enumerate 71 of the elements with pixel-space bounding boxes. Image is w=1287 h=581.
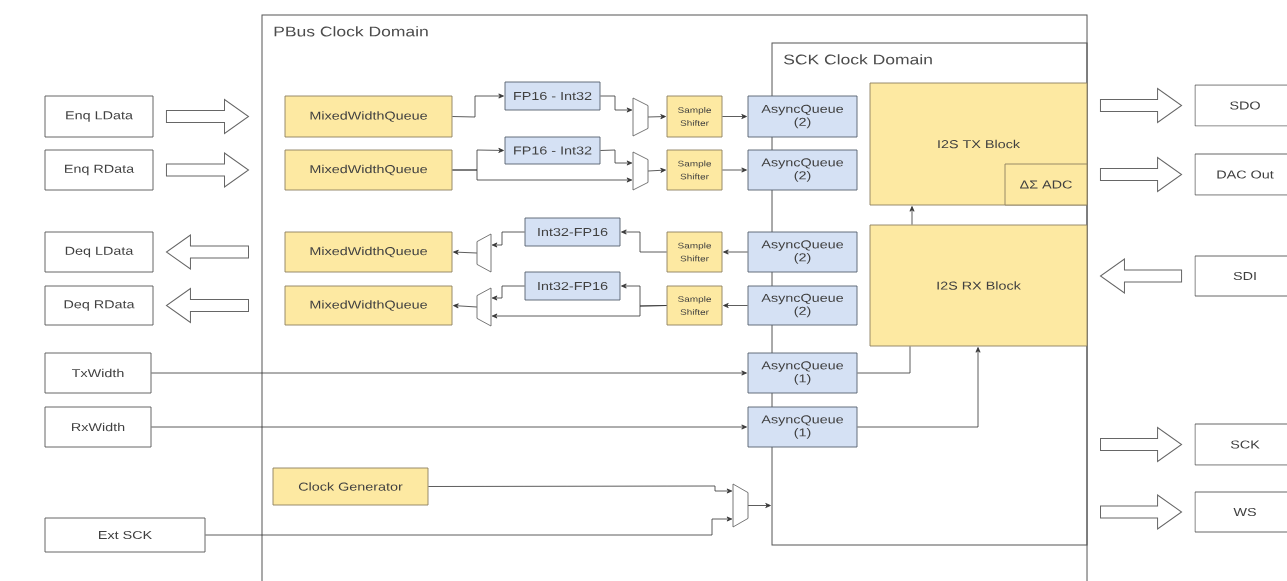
converter-box: Int32-FP16 [524,217,621,247]
async-queue-box: AsyncQueue (2) [747,95,858,138]
signal-box: WS [1194,491,1287,533]
block-arrow [1099,157,1183,192]
arrow [491,231,525,248]
arrow [909,206,915,225]
shifter-box: Sample Shifter [666,231,723,273]
arrow [151,370,747,376]
signal-box: RxWidth [44,406,152,448]
arrow [647,167,666,173]
mux-symbol [632,97,649,137]
shifter-box: Sample Shifter [666,149,723,191]
signal-box: TxWidth [44,352,152,394]
mux-symbol [476,287,492,327]
arrow [491,305,667,319]
signal-box: SDI [1194,255,1287,297]
arrow [600,95,633,113]
connector-line [857,346,911,374]
block-arrow [165,288,249,323]
mux-symbol [632,151,649,191]
adc-box: ΔΣ ADC [1004,163,1088,206]
arrow [452,93,504,118]
signal-box: Ext SCK [44,517,206,553]
mux-symbol [476,233,492,273]
block-arrow [1099,258,1183,294]
arrow [621,229,667,253]
queue-box: MixedWidthQueue [284,231,453,273]
signal-box: Deq LData [44,231,154,273]
signal-box: Enq RData [44,149,154,191]
queue-box: MixedWidthQueue [284,95,453,138]
async-queue-box: AsyncQueue (1) [747,352,858,394]
signal-box: Deq RData [44,285,154,326]
mux-symbol [732,483,749,528]
converter-box: FP16 - Int32 [504,81,601,111]
arrow [723,249,748,255]
arrow [722,167,747,173]
signal-box: SDO [1194,84,1287,127]
async-queue-box: AsyncQueue (1) [747,406,858,448]
shifter-box: Sample Shifter [666,285,723,326]
arrow [857,347,981,428]
arrow [491,285,525,301]
block-arrow [165,152,249,188]
async-queue-box: AsyncQueue (2) [747,285,858,326]
block-arrow [1099,88,1183,123]
signal-box: SCK [1194,423,1287,466]
arrow [428,485,733,494]
arrow [453,303,478,309]
async-queue-box: AsyncQueue (2) [747,149,858,191]
block-arrow [1100,494,1183,530]
signal-box: Enq LData [44,95,154,138]
async-queue-box: AsyncQueue (2) [747,231,858,273]
arrow [205,516,733,536]
converter-box: Int32-FP16 [524,271,621,301]
arrow [747,503,771,508]
queue-box: MixedWidthQueue [284,149,453,191]
converter-box: FP16 - Int32 [504,136,601,165]
arrow [647,114,666,120]
clock-generator-box: Clock Generator [272,467,429,506]
arrow [151,424,747,430]
signal-box: DAC Out [1194,153,1287,196]
block-box: I2S RX Block [869,224,1088,347]
arrow [453,249,478,255]
block-arrow [1100,427,1183,462]
block-arrow [165,99,249,134]
queue-box: MixedWidthQueue [284,285,453,326]
block-arrow [165,234,249,270]
arrow [452,169,633,183]
arrow [600,149,633,166]
shifter-box: Sample Shifter [666,95,723,138]
arrow [723,303,748,308]
arrow [722,114,747,119]
